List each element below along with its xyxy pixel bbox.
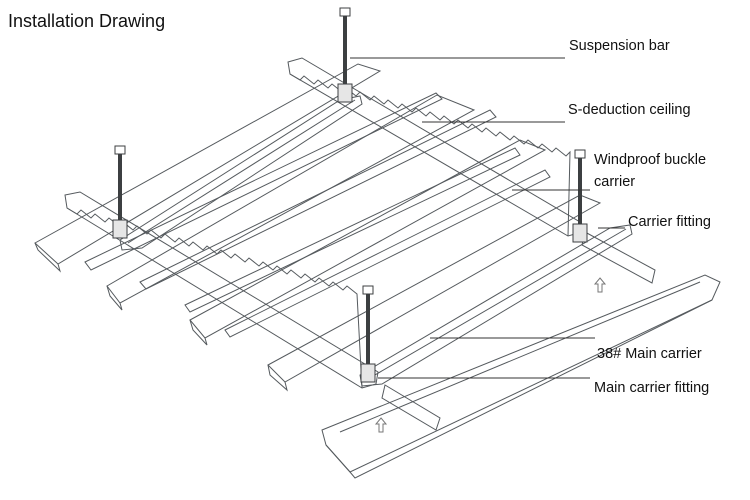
rod-nut bbox=[339, 7, 351, 17]
carrier-groove bbox=[367, 228, 627, 380]
ceiling-panel bbox=[267, 194, 602, 383]
ceiling-panel bbox=[106, 94, 476, 304]
panel-edge bbox=[189, 319, 208, 346]
rod-nut bbox=[114, 145, 126, 155]
label-carrier-fitting: Carrier fitting bbox=[628, 214, 711, 230]
ceiling-panel-front bbox=[321, 274, 721, 473]
rod-nut bbox=[362, 285, 374, 295]
leader-lines bbox=[350, 57, 625, 379]
panel-edge bbox=[106, 285, 123, 311]
rod-clip bbox=[112, 219, 128, 239]
panel-edge bbox=[267, 364, 288, 392]
label-main-carrier-fitting: Main carrier fitting bbox=[594, 380, 709, 396]
ceiling-panels bbox=[34, 63, 721, 479]
windproof-carrier-bottom bbox=[381, 384, 441, 431]
panel-edge bbox=[325, 299, 713, 479]
label-windproof-line1: Windproof buckle bbox=[594, 152, 706, 168]
windproof-carrier-left bbox=[64, 191, 379, 389]
ceiling-panel bbox=[34, 63, 382, 265]
rail bbox=[184, 147, 521, 313]
rail bbox=[84, 92, 443, 271]
up-arrow-icon bbox=[593, 277, 607, 293]
rail bbox=[139, 109, 497, 290]
panel-fold bbox=[339, 281, 701, 433]
rail bbox=[224, 169, 551, 338]
rod-nut bbox=[574, 149, 586, 159]
rod-clip bbox=[337, 83, 353, 103]
rod-clip bbox=[360, 363, 376, 383]
main-carrier-rear bbox=[119, 95, 363, 251]
diagram-title: Installation Drawing bbox=[8, 11, 165, 31]
label-windproof-line2: carrier bbox=[594, 174, 635, 190]
rod-clip bbox=[572, 223, 588, 243]
up-arrow-icon bbox=[374, 417, 388, 433]
label-suspension-bar: Suspension bar bbox=[569, 38, 670, 54]
cross-rails bbox=[84, 92, 551, 338]
serrated-carriers bbox=[64, 57, 656, 431]
ceiling-panel bbox=[189, 139, 547, 339]
panel-edge bbox=[34, 242, 61, 273]
up-arrow-icon bbox=[374, 277, 607, 433]
suspension-rods bbox=[112, 7, 588, 383]
label-s-deduction-ceiling: S-deduction ceiling bbox=[568, 102, 691, 118]
carrier-groove bbox=[127, 99, 356, 244]
label-main-carrier: 38# Main carrier bbox=[597, 346, 702, 362]
